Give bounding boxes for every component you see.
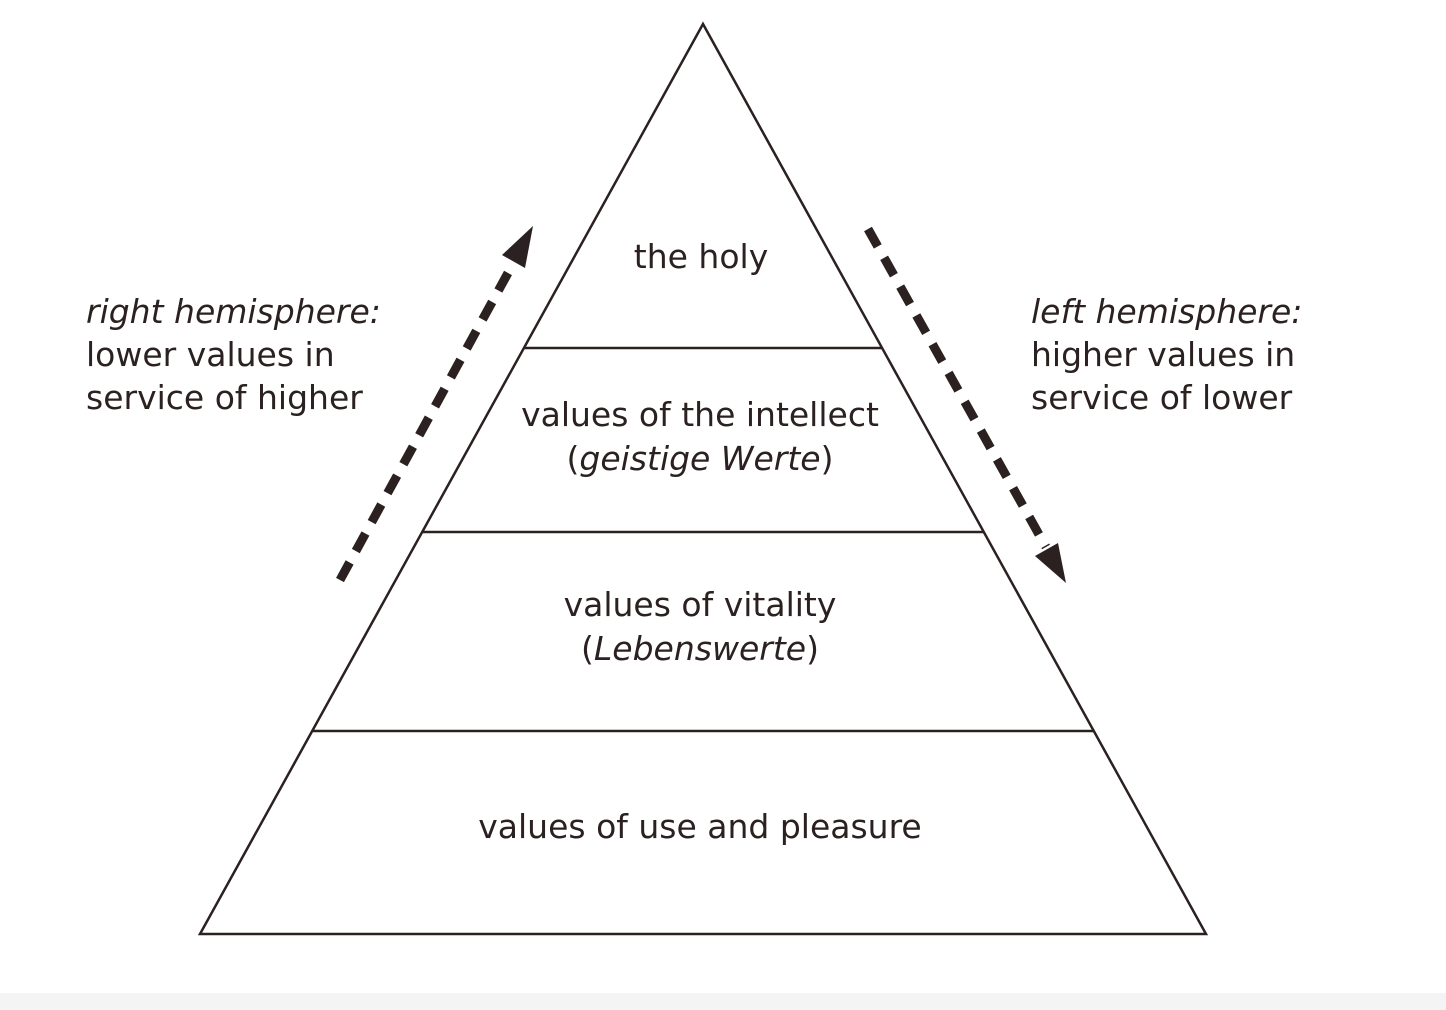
pyramid-outline [197,21,1209,936]
level-use-pleasure-text: values of use and pleasure [478,807,922,846]
left-note-line1: lower values in [86,335,335,374]
left-note: right hemisphere: lower values in servic… [86,290,381,419]
dashed-arrow-up-icon [336,226,533,583]
bottom-strip [0,993,1446,1010]
level-intellect-german-text: geistige Werte [579,439,821,478]
right-note-heading: left hemisphere: [1031,292,1303,331]
right-note-line2: service of lower [1031,378,1293,417]
level-holy-text: the holy [633,237,769,276]
level-intellect-german: (geistige Werte) [566,439,834,478]
level-vitality-german: (Lebenswerte) [581,629,819,668]
level-vitality: values of vitality (Lebenswerte) [564,583,837,671]
left-note-heading: right hemisphere: [86,292,381,331]
level-vitality-german-text: Lebenswerte [593,629,807,668]
level-use-pleasure: values of use and pleasure [478,805,922,849]
level-intellect: values of the intellect (geistige Werte) [521,393,879,481]
right-note: left hemisphere: higher values in servic… [1031,290,1302,419]
level-intellect-text: values of the intellect [521,395,879,434]
left-note-line2: service of higher [86,378,363,417]
level-vitality-text: values of vitality [563,585,837,624]
right-note-line1: higher values in [1031,335,1296,374]
level-holy: the holy [634,235,768,279]
dashed-arrow-down-icon [864,226,1066,583]
